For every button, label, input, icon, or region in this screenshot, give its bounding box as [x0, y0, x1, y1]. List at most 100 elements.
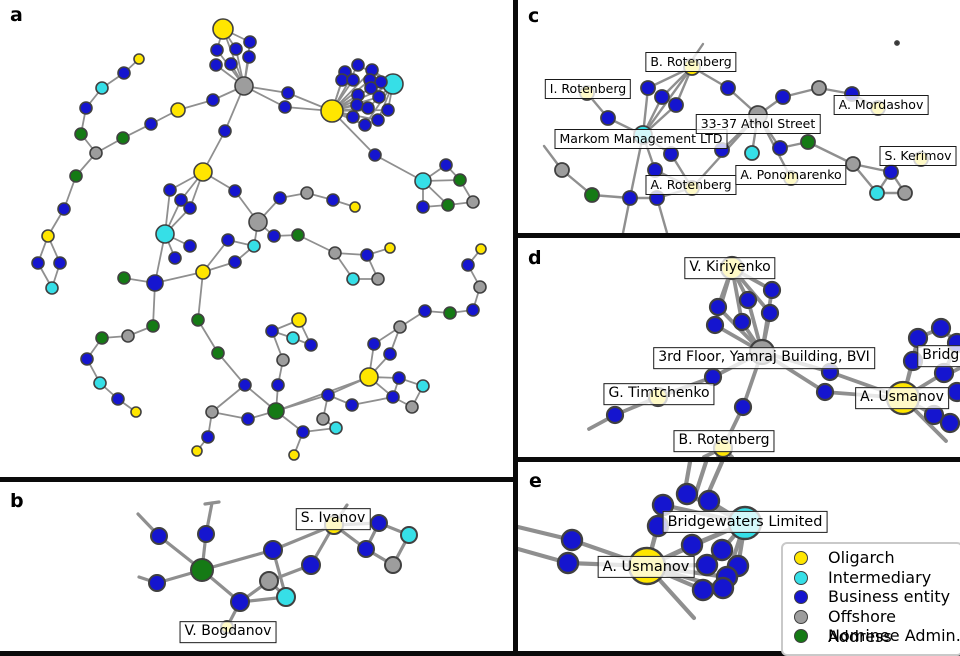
node-business-entity-a55 [367, 337, 381, 351]
node-intermediary-a111 [329, 421, 343, 435]
node-nominee-admin-a70 [117, 271, 131, 285]
node-business-entity-a13 [210, 43, 224, 57]
node-business-entity-c4 [720, 80, 736, 96]
node-offshore-address-a112 [316, 412, 330, 426]
panel-letter-a: a [10, 4, 23, 26]
node-business-entity-b11 [370, 514, 388, 532]
node-nominee-admin-a51 [443, 306, 457, 320]
node-business-entity-a99 [201, 430, 215, 444]
node-business-entity-d10 [733, 397, 753, 417]
node-business-entity-a74 [221, 233, 235, 247]
node-intermediary-c23 [869, 185, 885, 201]
legend-item-nominee-admin: Nominee Admin. [783, 626, 960, 646]
panel-letter-e: e [529, 470, 542, 492]
node-nominee-admin-b3 [190, 558, 214, 582]
node-label-e-1: A. Usmanov [597, 555, 695, 579]
node-business-entity-a64 [326, 193, 340, 207]
legend-item-oligarch: Oligarch [783, 548, 960, 568]
node-business-entity-a39 [371, 113, 385, 127]
node-business-entity-a91 [80, 352, 94, 366]
node-business-entity-a33 [372, 90, 386, 104]
node-business-entity-a58 [174, 193, 188, 207]
node-business-entity-a68 [168, 251, 182, 265]
node-label-c-0: I. Rotenberg [544, 79, 632, 99]
node-business-entity-a101 [241, 412, 255, 426]
panel-letter-c: c [528, 5, 540, 27]
node-offshore-address-a104 [276, 353, 290, 367]
node-intermediary-a3 [95, 81, 109, 95]
edge-a97-a98 [211, 384, 246, 413]
node-business-entity-a59 [183, 201, 197, 215]
legend-label: Oligarch [828, 548, 895, 567]
node-business-entity-a8 [144, 117, 158, 131]
node-business-entity-a54 [383, 347, 397, 361]
node-business-entity-a46 [416, 200, 430, 214]
node-oligarch-a79 [384, 242, 396, 254]
node-offshore-address-c7 [811, 80, 827, 96]
node-label-c-2: A. Mordashov [833, 95, 929, 115]
panel-letter-d: d [528, 247, 542, 269]
node-nominee-admin-a95 [191, 313, 205, 327]
node-business-entity-d20 [939, 412, 960, 434]
node-business-entity-c22 [883, 164, 899, 180]
legend-swatch-nominee-admin [794, 629, 808, 644]
node-oligarch-a11 [212, 18, 234, 40]
node-offshore-address-c16 [554, 162, 570, 178]
node-business-entity-a21 [218, 124, 232, 138]
node-business-entity-e11 [691, 578, 715, 602]
panel-letter-b: b [10, 490, 24, 512]
node-nominee-admin-a76 [291, 228, 305, 242]
legend-label: Offshore Address [828, 606, 896, 646]
node-business-entity-b7 [230, 592, 250, 612]
node-nominee-admin-a43 [453, 173, 467, 187]
node-business-entity-a42 [439, 158, 453, 172]
node-business-entity-a30 [374, 75, 388, 89]
node-label-c-5: A. Rotenberg [645, 175, 737, 195]
legend-label: Intermediary [828, 567, 932, 587]
node-business-entity-e10 [711, 576, 735, 600]
node-label-b-0: S. Ivanov [295, 508, 371, 530]
legend-swatch-offshore-address [794, 609, 808, 624]
node-intermediary-a73 [247, 239, 261, 253]
node-dot-cdot [894, 40, 900, 46]
node-business-entity-a103 [271, 378, 285, 392]
node-business-entity-a75 [267, 229, 281, 243]
node-nominee-admin-a96 [211, 346, 225, 360]
node-offshore-address-a77 [328, 246, 342, 260]
node-business-entity-a114 [345, 398, 359, 412]
node-intermediary-b8 [276, 587, 296, 607]
node-business-entity-a86 [53, 256, 67, 270]
node-oligarch-a9 [170, 102, 186, 118]
node-business-entity-e2 [675, 482, 699, 506]
node-business-entity-a17 [224, 57, 238, 71]
node-nominee-admin-a90 [95, 331, 109, 345]
legend-item-business-entity: Business entity [783, 587, 960, 607]
node-business-entity-a60 [228, 184, 242, 198]
node-label-d-0: V. Kiriyenko [684, 257, 776, 279]
node-business-entity-a36 [381, 103, 395, 117]
node-business-entity-d18 [946, 381, 960, 403]
node-label-d-1: 3rd Floor, Yamraj Building, BVI [653, 347, 875, 369]
node-business-entity-a35 [361, 101, 375, 115]
node-oligarch-a84 [41, 229, 55, 243]
node-oligarch-a1 [133, 53, 145, 65]
figure-bottom-border [0, 651, 960, 656]
node-business-entity-c12 [663, 146, 679, 162]
node-nominee-admin-a7 [116, 131, 130, 145]
edge-a40-a41 [374, 154, 424, 182]
node-business-entity-a83 [57, 202, 71, 216]
node-label-c-3: Markom Management LTD [554, 129, 728, 149]
node-business-entity-e6 [710, 538, 734, 562]
node-business-entity-a93 [111, 392, 125, 406]
node-business-entity-c13 [622, 190, 638, 206]
node-business-entity-d4 [760, 303, 780, 323]
node-business-entity-c2 [654, 89, 670, 105]
node-offshore-address-a53 [393, 320, 407, 334]
node-business-entity-b1 [150, 527, 168, 545]
node-business-entity-a28 [346, 73, 360, 87]
node-business-entity-c3 [668, 97, 684, 113]
node-business-entity-e12 [560, 528, 584, 552]
